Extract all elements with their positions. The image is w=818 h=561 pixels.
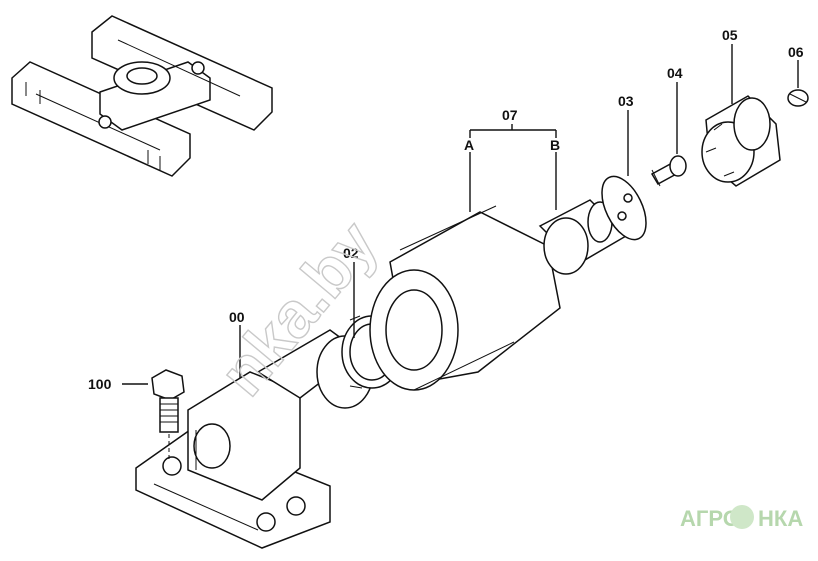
leader-lines [122,44,799,385]
plug [650,155,687,187]
callout-07: 07 [502,107,518,123]
bolt [151,369,185,460]
callout-00: 00 [229,309,245,325]
brand-right: НКА [758,506,803,531]
roller [369,205,561,391]
frame-assembly-icon [11,15,273,177]
callout-04: 04 [667,65,683,81]
callout-02: 02 [343,245,359,261]
callout-06: 06 [788,44,804,60]
callout-05: 05 [722,27,738,43]
bushing-cap [701,95,781,187]
callout-100: 100 [88,376,112,392]
cover-plate [601,175,647,241]
callout-03: 03 [618,93,634,109]
brand-watermark: АГРО НКА [680,505,803,531]
grease-fitting [787,89,809,107]
callout-a: A [464,137,474,153]
brand-left: АГРО [680,506,740,531]
callout-b: B [550,137,560,153]
